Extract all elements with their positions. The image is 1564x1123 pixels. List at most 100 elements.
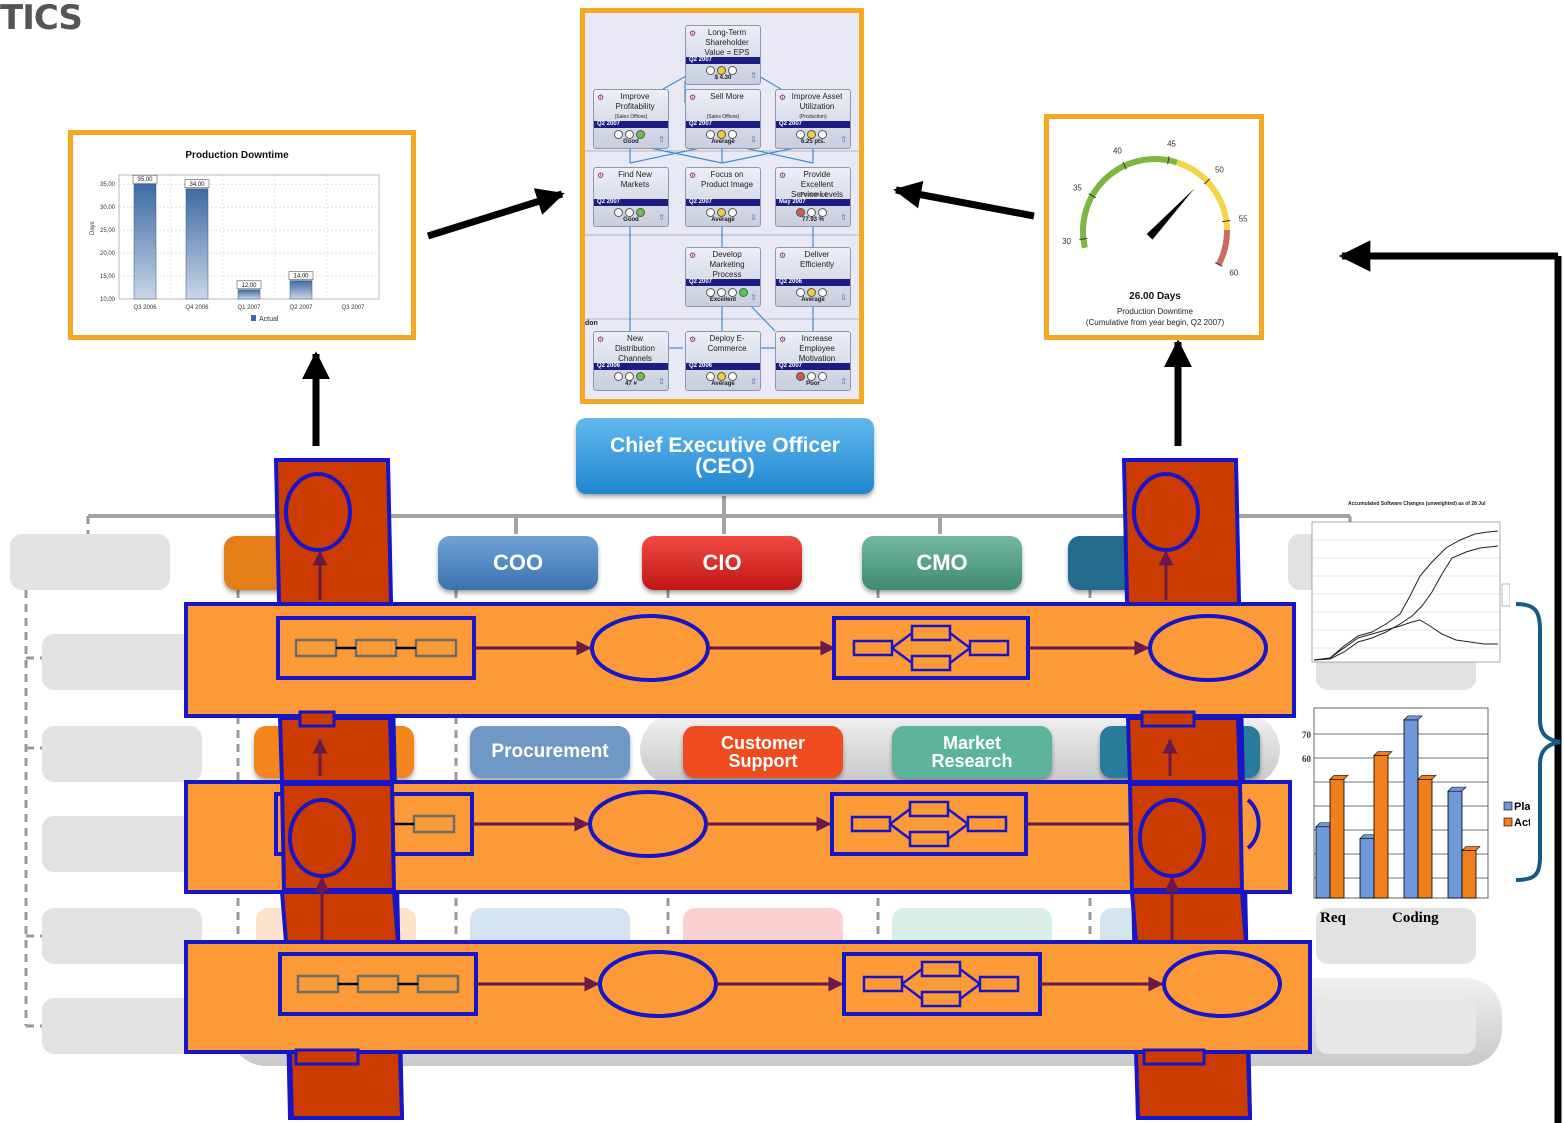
traffic-light-icons: [706, 288, 748, 297]
ceo-box[interactable]: Chief Executive Officer (CEO): [576, 418, 874, 494]
strategy-pin-icon: ⚙: [779, 251, 787, 260]
ceo-title: Chief Executive Officer: [610, 434, 840, 457]
strategy-card-status: Poor: [806, 381, 820, 387]
role-box-cmo[interactable]: CMO: [862, 536, 1022, 590]
ceo-abbrev: (CEO): [695, 455, 755, 478]
gauge-tick-label: 60: [1229, 268, 1238, 277]
legend-actual-label: Actual: [1514, 817, 1530, 829]
gauge-tick-label: 35: [1073, 183, 1082, 192]
downtime-chart-title: Production Downtime: [185, 150, 289, 161]
strategy-card-label: New Distribution Channels: [614, 334, 655, 362]
traffic-light-icons: [796, 372, 827, 381]
gauge-tick-label: 50: [1215, 166, 1224, 175]
legend-swatch-planned: [1503, 801, 1513, 811]
downtime-xtick-label: Q4 2006: [185, 305, 209, 311]
phase-bar-top: [1373, 751, 1393, 756]
strategy-card-status: $ 4.30: [714, 75, 732, 81]
strategy-card-status: 47 #: [625, 381, 637, 387]
downtime-ytick-label: 25,00: [100, 228, 116, 234]
traffic-light-icons: [706, 208, 737, 217]
strategy-card-period: Q2 2007: [686, 279, 760, 286]
trend-arrow-icon: ⇩: [750, 213, 757, 222]
phase-bar-chart: 70 60 Req Coding Planned Actual: [1302, 707, 1530, 926]
legend-planned-label: Planned: [1514, 801, 1530, 813]
downtime-bar: [133, 183, 157, 300]
phase-bars: [1315, 715, 1481, 899]
strategy-card-label: Develop Marketing Process: [709, 250, 745, 278]
strategy-card-label: Deliver Efficiently: [799, 250, 835, 269]
ghost-box-row4: [42, 908, 202, 964]
strategy-card-period: Q2 2007: [776, 363, 850, 370]
dept-box-market-research[interactable]: Market Research: [892, 726, 1052, 778]
strategy-card-label: Sell More: [710, 92, 744, 101]
strategy-pin-icon: ⚙: [779, 171, 787, 180]
downtime-data-label: 12,00: [241, 283, 257, 289]
gauge-arc-green: [1080, 156, 1178, 249]
strategy-card-status: 6.25 pts.: [800, 139, 825, 145]
traffic-light-icons: [614, 208, 645, 217]
strategy-side-fragment: don: [585, 320, 598, 327]
strategy-card-sub: (Production): [799, 114, 827, 120]
production-downtime-chart: Production Downtime Days 10,0015,0020,00…: [90, 150, 380, 323]
trend-arrow-icon: ⇧: [840, 377, 847, 386]
column-overlap-band2: [279, 782, 1245, 892]
software-changes-title: Accumulated Software Changes (unweighted…: [1348, 501, 1486, 507]
downtime-grid: [118, 174, 380, 300]
dept-box-procurement[interactable]: Procurement: [470, 726, 630, 778]
gauge-arc-red: [1216, 229, 1230, 266]
ghost-box-row1: [42, 634, 202, 690]
downtime-ytick-label: 30,00: [100, 205, 116, 211]
software-changes-chart: Accumulated Software Changes (unweighted…: [1311, 501, 1510, 663]
strategy-card-label: Long-Term Shareholder Value = EPS: [704, 28, 750, 56]
column-tails: [277, 710, 1253, 1120]
role-box-cio[interactable]: CIO: [642, 536, 802, 590]
strategy-card-status: Excellent: [709, 297, 737, 303]
gauge-tick: [1203, 178, 1211, 185]
strategy-card[interactable]: Improve Asset Utilization(Production)Q2 …: [775, 89, 851, 149]
strategy-card-status: Average: [711, 381, 735, 387]
strategy-card-status: Average: [711, 217, 735, 223]
strategy-pin-icon: ⚙: [689, 93, 697, 102]
strategy-card-status: Good: [623, 139, 639, 145]
strategy-card-period: Q2 2007: [686, 57, 760, 64]
downtime-data-label-box: [236, 280, 262, 290]
downtime-bar: [237, 289, 261, 300]
downtime-bar: [185, 188, 209, 300]
gauge-caption-1: Production Downtime: [1117, 307, 1194, 316]
strategy-card-sub: (Production): [799, 192, 827, 198]
role-box-coo[interactable]: COO: [438, 536, 598, 590]
trend-arrow-icon: ⇩: [750, 135, 757, 144]
downtime-data-label-box: [132, 174, 158, 184]
strategy-card[interactable]: Provide Excellent Service Levels(Product…: [775, 167, 851, 227]
gauge-tick: [1088, 193, 1096, 199]
strategy-map-lines: [585, 74, 859, 349]
phase-bar-top: [1329, 774, 1349, 780]
phase-cat-coding: Coding: [1392, 910, 1439, 926]
downtime-legend-label: Actual: [259, 316, 279, 323]
gauge-tick-label: 30: [1062, 237, 1071, 246]
traffic-light-icons: [796, 208, 827, 217]
downtime-ytick-label: 20,00: [100, 251, 116, 257]
dept-box-customer-support[interactable]: Customer Support: [683, 726, 843, 778]
traffic-light-icons: [614, 130, 645, 139]
process-band-1: [184, 602, 1296, 718]
strategy-card-label: Focus on Product Image: [700, 170, 754, 189]
strategy-card-period: Q2 2007: [594, 121, 668, 128]
strategy-pin-icon: ⚙: [779, 93, 787, 102]
strategy-card[interactable]: Improve Profitability(Sales Offices)Q2 2…: [593, 89, 669, 149]
traffic-light-icons: [614, 372, 645, 381]
